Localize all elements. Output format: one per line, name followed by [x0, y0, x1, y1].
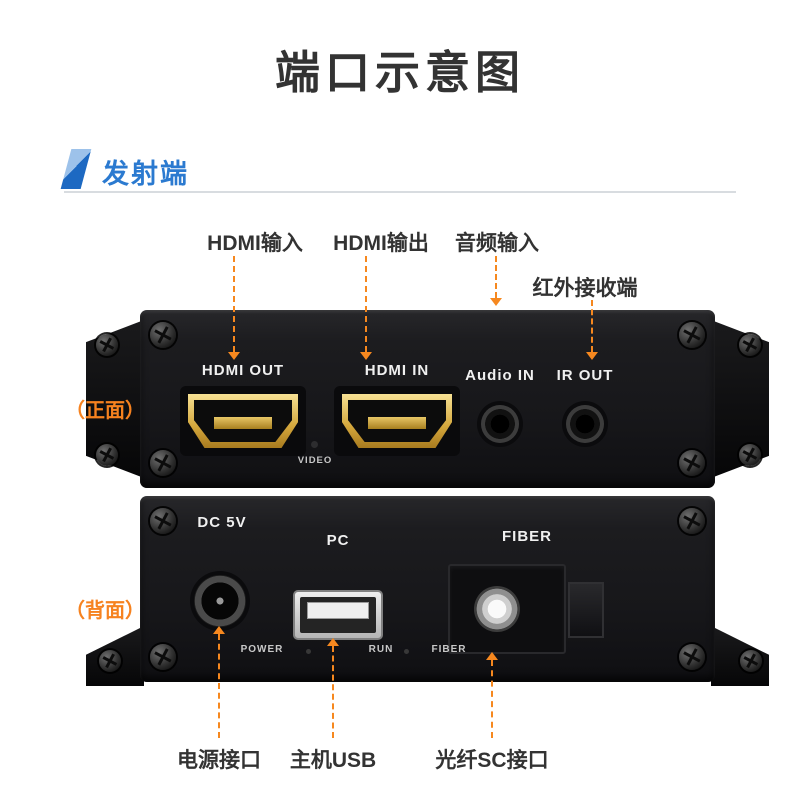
- dc-label: DC 5V: [197, 514, 247, 531]
- screw-icon: [740, 650, 762, 672]
- leader-line: [495, 256, 497, 298]
- screw-icon: [679, 644, 705, 670]
- section-divider: [64, 191, 736, 193]
- arrow-up-icon: [486, 652, 498, 660]
- audio-in-jack: [481, 405, 519, 443]
- arrow-up-icon: [213, 626, 225, 634]
- fiber-indicator-label: FIBER: [431, 644, 467, 655]
- page-title: 端口示意图: [274, 47, 525, 98]
- fiber-sc-port: [448, 564, 566, 654]
- screw-icon: [99, 650, 121, 672]
- screw-icon: [96, 444, 118, 466]
- screw-icon: [150, 644, 176, 670]
- hdmi-in-label: HDMI IN: [364, 362, 430, 379]
- audio-in-label: Audio IN: [465, 367, 535, 384]
- video-led-icon: [311, 441, 318, 448]
- screw-icon: [679, 322, 705, 348]
- arrow-down-icon: [490, 298, 502, 306]
- callout-ir-receiver: 红外接收端: [532, 277, 638, 300]
- pc-label: PC: [326, 532, 350, 549]
- callout-audio-input: 音频输入: [455, 232, 539, 255]
- screw-icon: [150, 508, 176, 534]
- front-side-label: （正面）: [65, 400, 145, 422]
- fiber-port-housing: [568, 582, 604, 638]
- callout-hdmi-input: HDMI输入: [207, 232, 303, 255]
- fiber-ferrule: [474, 586, 520, 632]
- usb-tongue: [307, 602, 369, 619]
- hdmi-in-port: [334, 386, 460, 456]
- arrow-down-icon: [586, 352, 598, 360]
- ir-out-label: IR OUT: [556, 367, 614, 384]
- leader-line: [332, 646, 334, 738]
- led-indicator-icon: [306, 649, 311, 654]
- leader-line: [591, 300, 593, 352]
- section-accent-icon: [60, 149, 92, 189]
- run-indicator-label: RUN: [368, 644, 394, 655]
- screw-icon: [739, 334, 761, 356]
- arrow-up-icon: [327, 638, 339, 646]
- power-indicator-label: POWER: [240, 644, 284, 655]
- video-label: VIDEO: [297, 455, 333, 466]
- arrow-down-icon: [228, 352, 240, 360]
- usb-port: [293, 590, 383, 640]
- screw-icon: [739, 444, 761, 466]
- hdmi-out-port: [180, 386, 306, 456]
- hdmi-out-label: HDMI OUT: [201, 362, 285, 379]
- leader-line: [233, 256, 235, 352]
- screw-icon: [96, 334, 118, 356]
- screw-icon: [150, 322, 176, 348]
- callout-fiber-sc-port: 光纤SC接口: [435, 749, 549, 772]
- section-title: 发射端: [102, 159, 189, 189]
- screw-icon: [150, 450, 176, 476]
- callout-power-port: 电源接口: [177, 749, 261, 772]
- leader-line: [218, 634, 220, 738]
- back-side-label: （背面）: [65, 600, 145, 622]
- leader-line: [365, 256, 367, 352]
- ir-out-jack: [566, 405, 604, 443]
- hdmi-connector-pins: [214, 416, 272, 429]
- screw-icon: [679, 508, 705, 534]
- screw-icon: [679, 450, 705, 476]
- led-indicator-icon: [404, 649, 409, 654]
- fiber-label: FIBER: [502, 528, 552, 545]
- arrow-down-icon: [360, 352, 372, 360]
- callout-host-usb: 主机USB: [289, 749, 377, 772]
- dc-power-jack: [194, 575, 246, 627]
- leader-line: [491, 660, 493, 738]
- callout-hdmi-output: HDMI输出: [333, 232, 429, 255]
- hdmi-connector-pins: [368, 416, 426, 429]
